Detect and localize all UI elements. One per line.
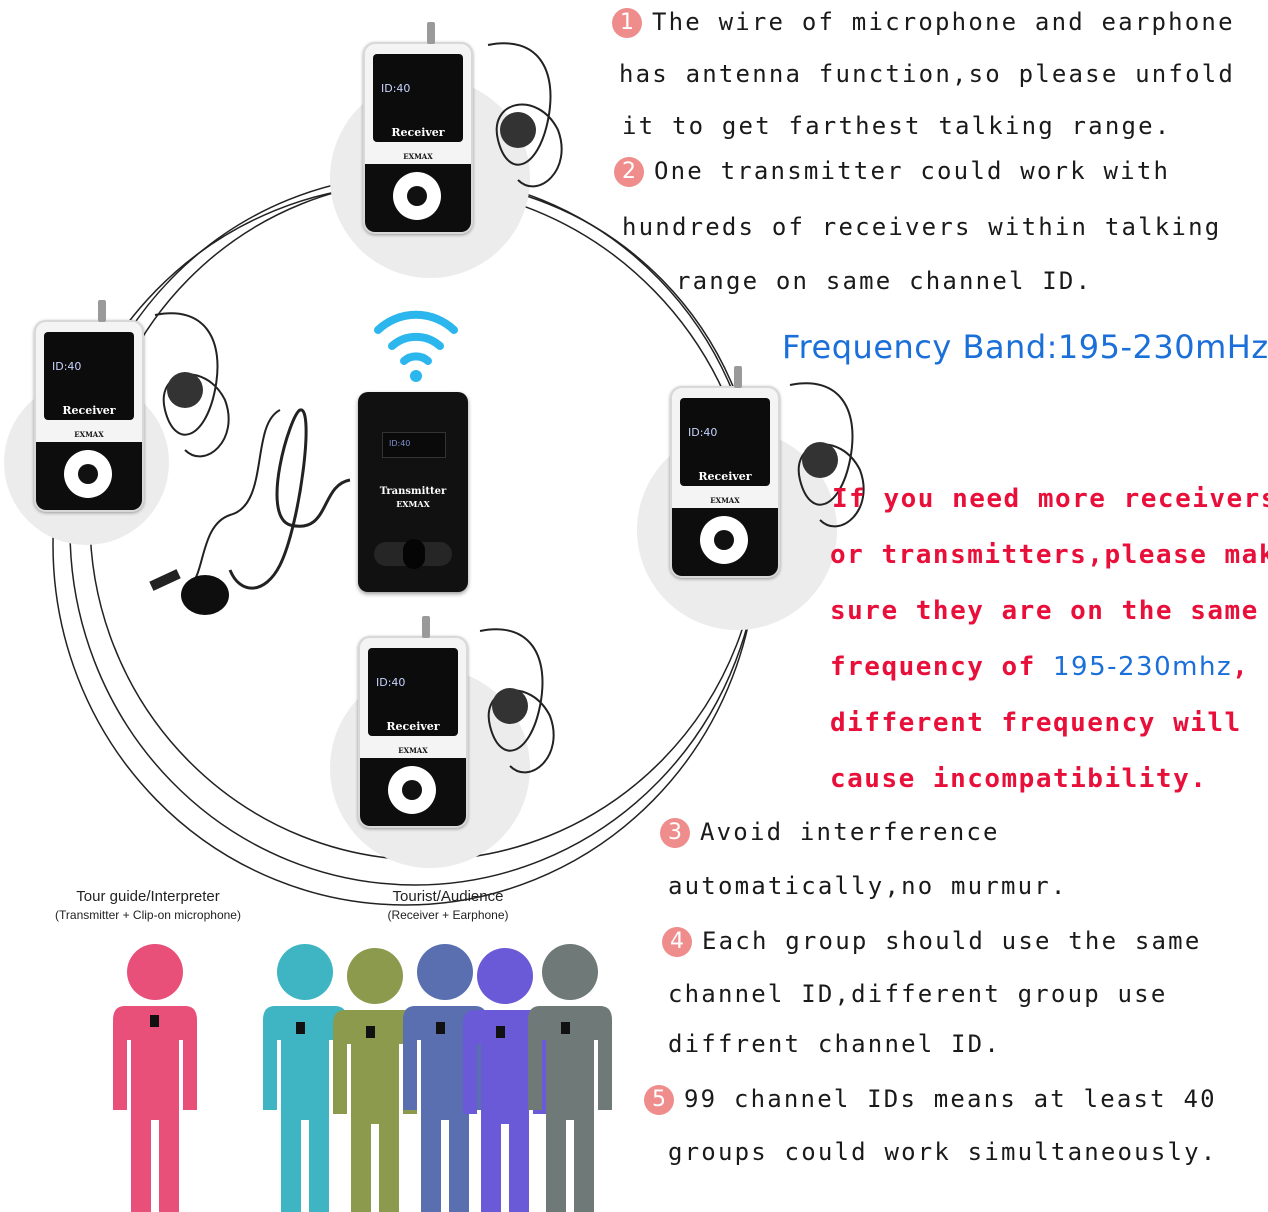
control-wheel: [700, 516, 748, 564]
tourist-caption: Tourist/Audience (Receiver + Earphone): [360, 888, 536, 922]
receiver-control-panel: [36, 442, 142, 510]
number-badge: 5: [644, 1085, 674, 1115]
transmitter-lcd-id: ID:40: [389, 439, 411, 448]
number-badge: 4: [662, 927, 692, 957]
earphone-icon: [789, 382, 865, 528]
control-wheel: [388, 766, 436, 814]
transmitter-screen: ID:40: [382, 432, 446, 458]
feature-text: The wire of microphone and earphone: [652, 8, 1235, 36]
receiver-brand: EXMAX: [398, 746, 428, 755]
receiver-lcd-id: ID:40: [52, 360, 82, 373]
number-badge: 1: [612, 8, 642, 38]
guide-caption-sub: (Transmitter + Clip-on microphone): [55, 908, 241, 922]
receiver-brand: EXMAX: [710, 496, 740, 505]
feature-4-line-2: channel ID,different group use: [668, 980, 1168, 1008]
note-line-1: If you need more receivers: [832, 484, 1268, 514]
receiver-screen: ID:40 Receiver: [680, 398, 770, 486]
feature-text: One transmitter could work with: [654, 157, 1171, 185]
receiver-cable: [427, 22, 435, 44]
guide-caption: Tour guide/Interpreter (Transmitter + Cl…: [30, 888, 266, 922]
feature-5-line-1: 5 99 channel IDs means at least 40: [644, 1085, 1217, 1115]
receiver-brand: EXMAX: [403, 152, 433, 161]
clip-microphone-icon: [149, 408, 351, 615]
frequency-band: Frequency Band:195-230mHz: [782, 328, 1268, 366]
receiver-brand: EXMAX: [74, 430, 104, 439]
tourist-caption-title: Tourist/Audience: [392, 888, 504, 905]
number-badge: 2: [614, 157, 644, 187]
feature-2-line-2: hundreds of receivers within talking: [622, 213, 1222, 241]
receiver-cable: [734, 366, 742, 388]
note-line-2: or transmitters,please make: [830, 540, 1268, 570]
receiver-screen: ID:40 Receiver: [373, 54, 463, 142]
tourist-caption-sub: (Receiver + Earphone): [387, 908, 509, 922]
feature-3-line-2: automatically,no murmur.: [668, 872, 1068, 900]
transmitter-brand: EXMAX: [396, 499, 430, 509]
number-badge: 3: [660, 818, 690, 848]
control-wheel: [64, 450, 112, 498]
receiver-label: Receiver: [386, 720, 440, 733]
person-icon: [113, 944, 197, 1212]
receiver-screen: ID:40 Receiver: [368, 648, 458, 736]
receiver-lcd-id: ID:40: [376, 676, 406, 689]
receiver-label: Receiver: [391, 126, 445, 139]
note-line-5: different frequency will: [830, 708, 1242, 738]
receiver-control-panel: [672, 508, 778, 576]
receiver-cable: [98, 300, 106, 322]
control-wheel: [393, 172, 441, 220]
earphone-icon: [487, 42, 563, 188]
receiver-lcd-id: ID:40: [688, 426, 718, 439]
feature-3-line-1: 3 Avoid interference: [660, 818, 1000, 848]
note-line-4: frequency of 195-230mhz,: [830, 654, 1249, 680]
receiver-control-panel: [360, 758, 466, 826]
feature-text: 99 channel IDs means at least 40: [684, 1085, 1217, 1113]
receiver-cable: [422, 616, 430, 638]
earphone-icon: [479, 628, 555, 774]
receiver-screen: ID:40 Receiver: [44, 332, 134, 420]
feature-1-line-1: 1 The wire of microphone and earphone: [612, 8, 1235, 38]
earphone-icon: [154, 312, 230, 458]
guide-caption-title: Tour guide/Interpreter: [76, 888, 220, 905]
feature-text: Each group should use the same: [702, 927, 1202, 955]
note-line-6: cause incompatibility.: [830, 764, 1208, 794]
person-icon: [528, 944, 612, 1212]
receiver-control-panel: [365, 164, 471, 232]
receiver-left: ID:40 Receiver EXMAX: [34, 300, 144, 512]
transmitter-label: Transmitter: [379, 486, 447, 497]
wifi-icon: [374, 310, 458, 382]
feature-4-line-3: diffrent channel ID.: [668, 1030, 1001, 1058]
receiver-right: ID:40 Receiver EXMAX: [670, 366, 780, 578]
people-illustration: [113, 944, 612, 1212]
note-frequency: 195-230mhz: [1053, 652, 1233, 682]
feature-1-line-2: has antenna function,so please unfold: [619, 60, 1236, 88]
receiver-top: ID:40 Receiver EXMAX: [363, 22, 473, 234]
receiver-label: Receiver: [62, 404, 116, 417]
feature-4-line-1: 4 Each group should use the same: [662, 927, 1201, 957]
note-comma: ,: [1232, 652, 1250, 682]
feature-2-line-1: 2 One transmitter could work with: [614, 157, 1170, 187]
feature-1-line-3: it to get farthest talking range.: [622, 112, 1172, 140]
transmitter: ID:40 Transmitter EXMAX: [358, 392, 468, 592]
feature-2-line-3: range on same channel ID.: [676, 267, 1093, 295]
note-text: frequency of: [830, 652, 1053, 682]
receiver-lcd-id: ID:40: [381, 82, 411, 95]
receiver-bottom: ID:40 Receiver EXMAX: [358, 616, 468, 828]
transmitter-knob: [403, 539, 425, 569]
receiver-label: Receiver: [698, 470, 752, 483]
note-line-3: sure they are on the same: [830, 596, 1259, 626]
feature-text: Avoid interference: [700, 818, 1000, 846]
feature-5-line-2: groups could work simultaneously.: [668, 1138, 1218, 1166]
